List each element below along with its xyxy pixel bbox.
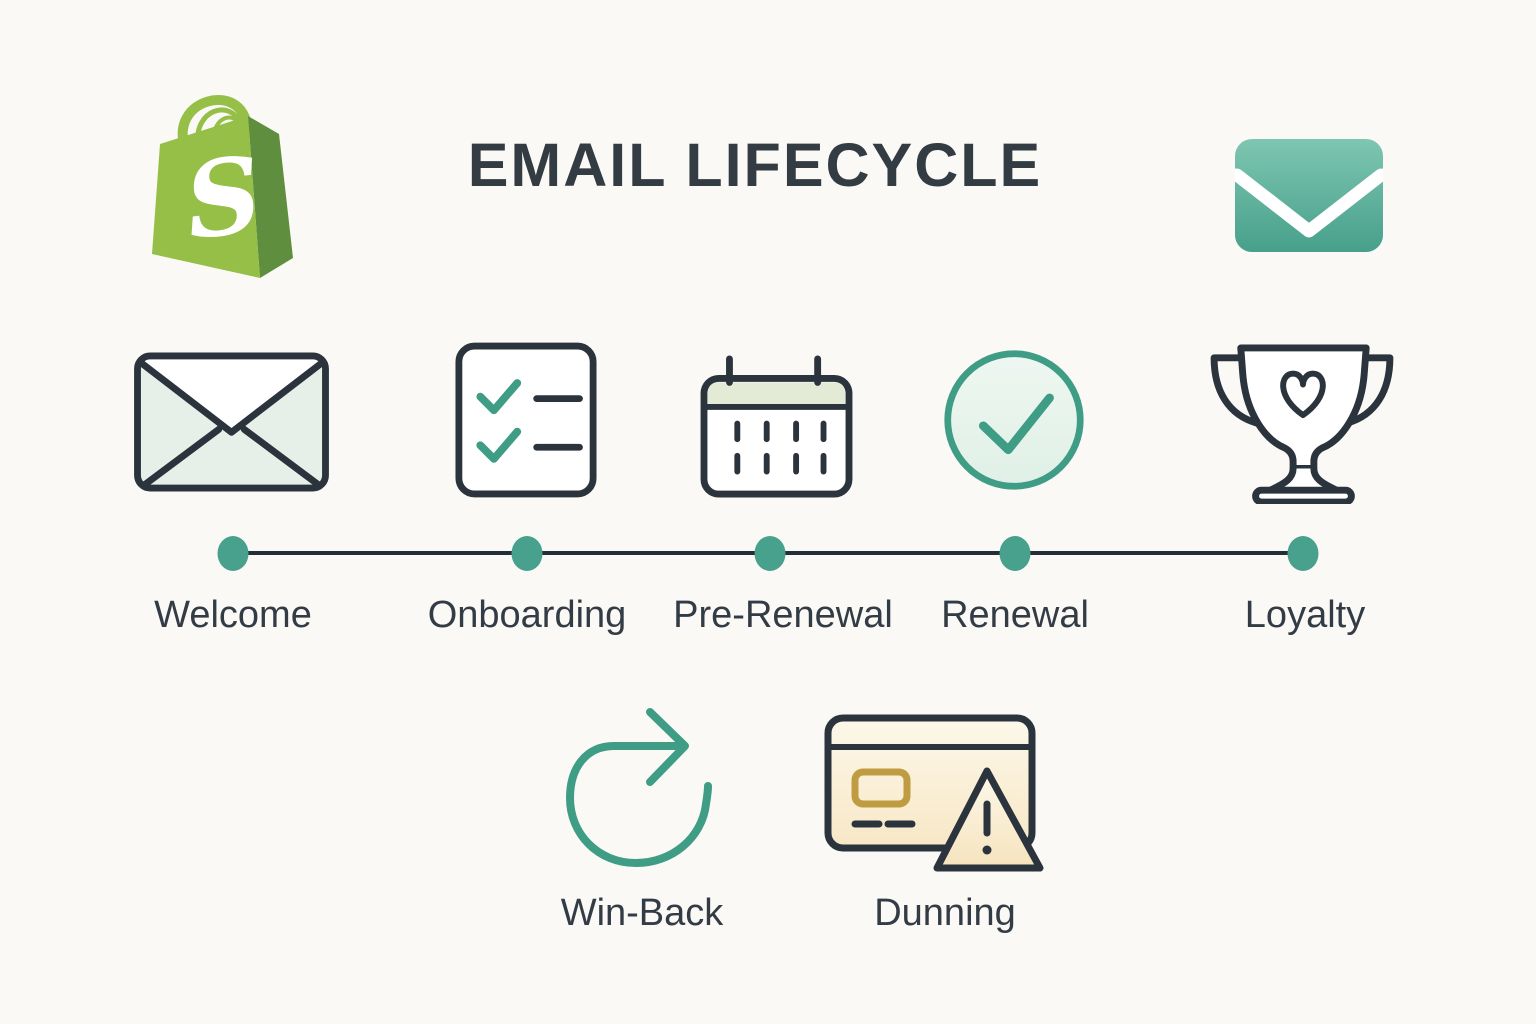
timeline-dot-welcome: [217, 536, 249, 571]
credit-card-warning-icon: [824, 714, 1044, 872]
stage-label-loyalty: Loyalty: [1244, 594, 1366, 636]
circular-arrow-icon: [566, 708, 712, 867]
checklist-icon: [455, 342, 597, 498]
timeline-dot-onboarding: [511, 536, 543, 571]
page-title: EMAIL LIFECYCLE: [467, 131, 1043, 199]
stage-label-onboarding: Onboarding: [427, 594, 627, 636]
calendar-icon: [700, 355, 853, 498]
email-envelope-icon: [1235, 139, 1383, 252]
stage-label-pre-renewal: Pre-Renewal: [673, 594, 893, 636]
stage-label-dunning: Dunning: [874, 892, 1016, 934]
timeline-dot-pre-renewal: [754, 536, 786, 571]
stage-label-win-back: Win-Back: [560, 892, 724, 934]
shopify-letter: S: [179, 132, 269, 263]
shopify-bag-logo-icon: S: [152, 95, 293, 278]
stage-label-renewal: Renewal: [941, 594, 1089, 636]
timeline-dot-loyalty: [1287, 536, 1319, 571]
timeline-dot-renewal: [999, 536, 1031, 571]
check-circle-icon: [944, 350, 1084, 490]
stage-label-welcome: Welcome: [154, 594, 312, 636]
envelope-outline-icon: [134, 352, 329, 492]
trophy-heart-icon: [1210, 344, 1394, 504]
